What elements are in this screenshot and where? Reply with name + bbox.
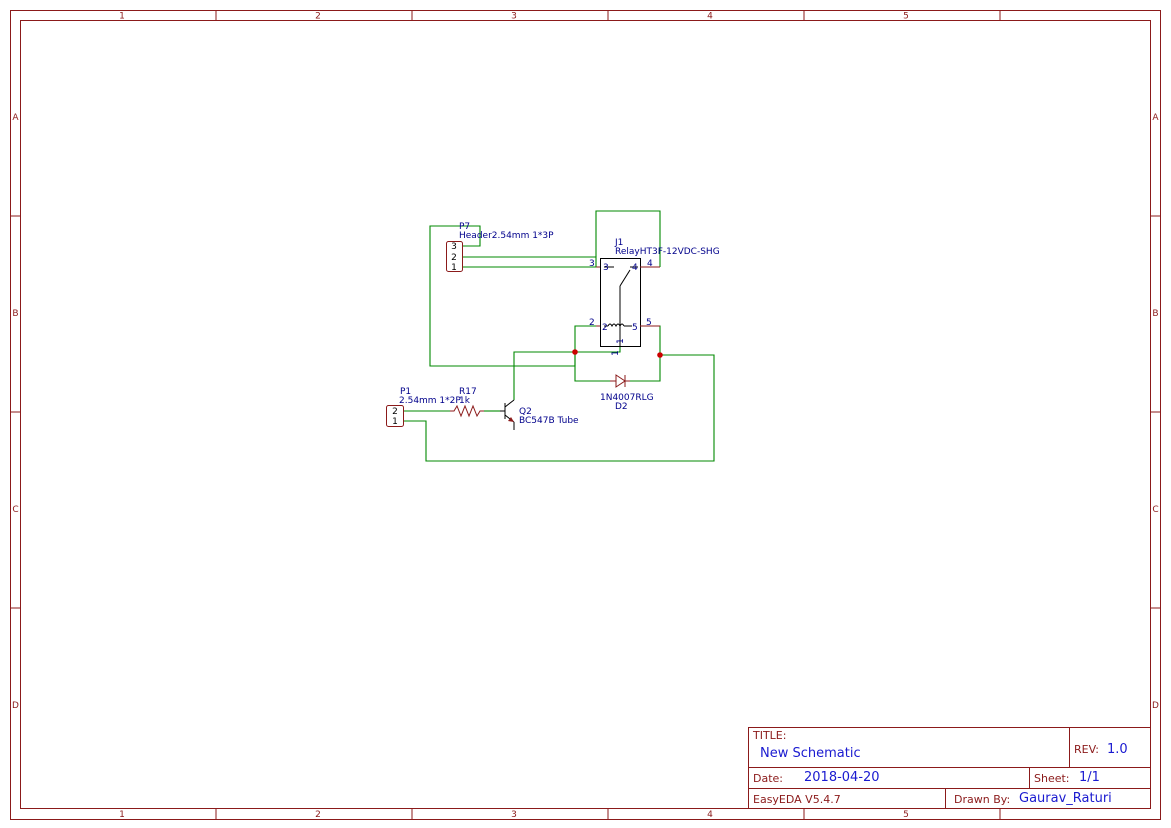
zone-row-b-right: B xyxy=(1152,309,1158,319)
wire-p1-pin1-loop xyxy=(404,354,715,462)
drawn-by-value: Gaurav_Raturi xyxy=(1019,791,1112,806)
wire-relay-pin5-diode xyxy=(630,325,661,382)
date-label: Date: xyxy=(753,772,783,785)
p1-pin-1: 1 xyxy=(392,417,398,427)
r17-ref: R17 xyxy=(459,387,477,397)
component-p7[interactable]: 3 2 1 P7 Header2.54mm 1*3P xyxy=(446,222,555,273)
p7-pin-3: 3 xyxy=(451,242,457,252)
j1-ref: J1 xyxy=(614,238,623,248)
j1-pin-1-inner: 1 xyxy=(616,338,626,344)
sheet-value: 1/1 xyxy=(1079,770,1100,785)
zone-col-3-bottom: 3 xyxy=(511,810,517,820)
rev-value: 1.0 xyxy=(1107,742,1128,757)
j1-pin-2-outer: 2 xyxy=(589,318,595,328)
zone-col-1-bottom: 1 xyxy=(119,810,125,820)
p1-pin-2: 2 xyxy=(392,407,398,417)
component-p1[interactable]: 2 1 P1 2.54mm 1*2P xyxy=(386,387,462,427)
inner-frame xyxy=(20,20,1151,809)
j1-pin-3-inner: 3 xyxy=(603,263,609,273)
zone-column-labels-bottom: 1 2 3 4 5 xyxy=(119,810,909,820)
zone-col-5: 5 xyxy=(903,12,909,22)
wire-relay-pin2-diode xyxy=(574,325,610,382)
zone-row-c: C xyxy=(12,505,18,515)
zone-col-2: 2 xyxy=(315,12,321,22)
d2-ref: D2 xyxy=(615,402,628,412)
q2-emitter-arrow xyxy=(508,417,514,422)
p7-pin-2: 2 xyxy=(451,253,457,263)
zone-column-labels-top: 1 2 3 4 5 xyxy=(119,12,909,22)
component-q2-transistor[interactable]: Q2 BC547B Tube xyxy=(500,399,579,430)
j1-coil xyxy=(607,323,625,328)
q2-value: BC547B Tube xyxy=(519,416,579,426)
j1-pin-4-inner: 4 xyxy=(632,263,638,273)
r17-zigzag xyxy=(450,404,484,418)
d2-value: 1N4007RLG xyxy=(600,393,654,403)
drawn-by-label: Drawn By: xyxy=(954,793,1010,806)
p7-body xyxy=(446,241,463,272)
zone-col-5-bottom: 5 xyxy=(903,810,909,820)
zone-col-1: 1 xyxy=(119,12,125,22)
j1-pin-3-outer: 3 xyxy=(589,259,595,269)
p7-ref: P7 xyxy=(459,222,470,232)
j1-body xyxy=(600,258,641,347)
zone-dividers xyxy=(10,10,1161,820)
p1-body xyxy=(386,405,404,427)
zone-row-a: A xyxy=(12,113,19,123)
zone-col-4-bottom: 4 xyxy=(707,810,713,820)
zone-row-a-right: A xyxy=(1152,113,1159,123)
zone-row-d: D xyxy=(12,701,19,711)
junction-left xyxy=(572,349,578,355)
j1-pin-1-outer: 1 xyxy=(611,350,621,356)
wire-p7-pin2 xyxy=(463,256,597,267)
p1-value: 2.54mm 1*2P xyxy=(399,396,461,406)
q2-collector xyxy=(504,399,515,408)
wires xyxy=(404,210,715,462)
component-r17-resistor[interactable]: R17 1k xyxy=(450,387,484,418)
zone-col-4: 4 xyxy=(707,12,713,22)
j1-pin-4-outer: 4 xyxy=(647,259,653,269)
zone-row-c-right: C xyxy=(1152,505,1158,515)
p7-value: Header2.54mm 1*3P xyxy=(459,231,554,241)
q2-ref: Q2 xyxy=(519,407,532,417)
outer-frame xyxy=(10,10,1161,820)
wire-relay-top-loop xyxy=(595,210,661,267)
wire-q2-collector xyxy=(513,351,575,400)
zone-col-3: 3 xyxy=(511,12,517,22)
component-d2-diode[interactable]: 1N4007RLG D2 xyxy=(600,374,654,412)
zone-row-labels-left: A B C D xyxy=(12,113,19,711)
j1-pin-2-inner: 2 xyxy=(602,323,608,333)
p7-pin-1: 1 xyxy=(451,263,457,273)
r17-value: 1k xyxy=(459,396,471,406)
d2-anode-triangle xyxy=(615,374,626,388)
component-j1-relay[interactable]: J1 RelayHT3F-12VDC-SHG 3 3 4 4 2 2 5 5 1… xyxy=(589,238,720,356)
zone-row-labels-right: A B C D xyxy=(1152,113,1159,711)
sheet-label: Sheet: xyxy=(1034,772,1070,785)
title-block: TITLE: New Schematic REV: 1.0 Date: 2018… xyxy=(748,727,1151,809)
rev-label: REV: xyxy=(1074,743,1099,756)
j1-pin-5-outer: 5 xyxy=(646,318,652,328)
p1-ref: P1 xyxy=(400,387,411,397)
zone-row-b: B xyxy=(12,309,18,319)
junction-right xyxy=(657,352,663,358)
title-label: TITLE: xyxy=(752,729,786,742)
software-version: EasyEDA V5.4.7 xyxy=(753,793,841,806)
j1-switch-arm xyxy=(619,269,631,287)
zone-row-d-right: D xyxy=(1152,701,1159,711)
j1-pin-5-inner: 5 xyxy=(632,323,638,333)
zone-col-2-bottom: 2 xyxy=(315,810,321,820)
title-value: New Schematic xyxy=(760,746,861,761)
date-value: 2018-04-20 xyxy=(804,770,880,785)
j1-value: RelayHT3F-12VDC-SHG xyxy=(615,247,720,257)
wire-relay-pin1 xyxy=(575,346,621,353)
